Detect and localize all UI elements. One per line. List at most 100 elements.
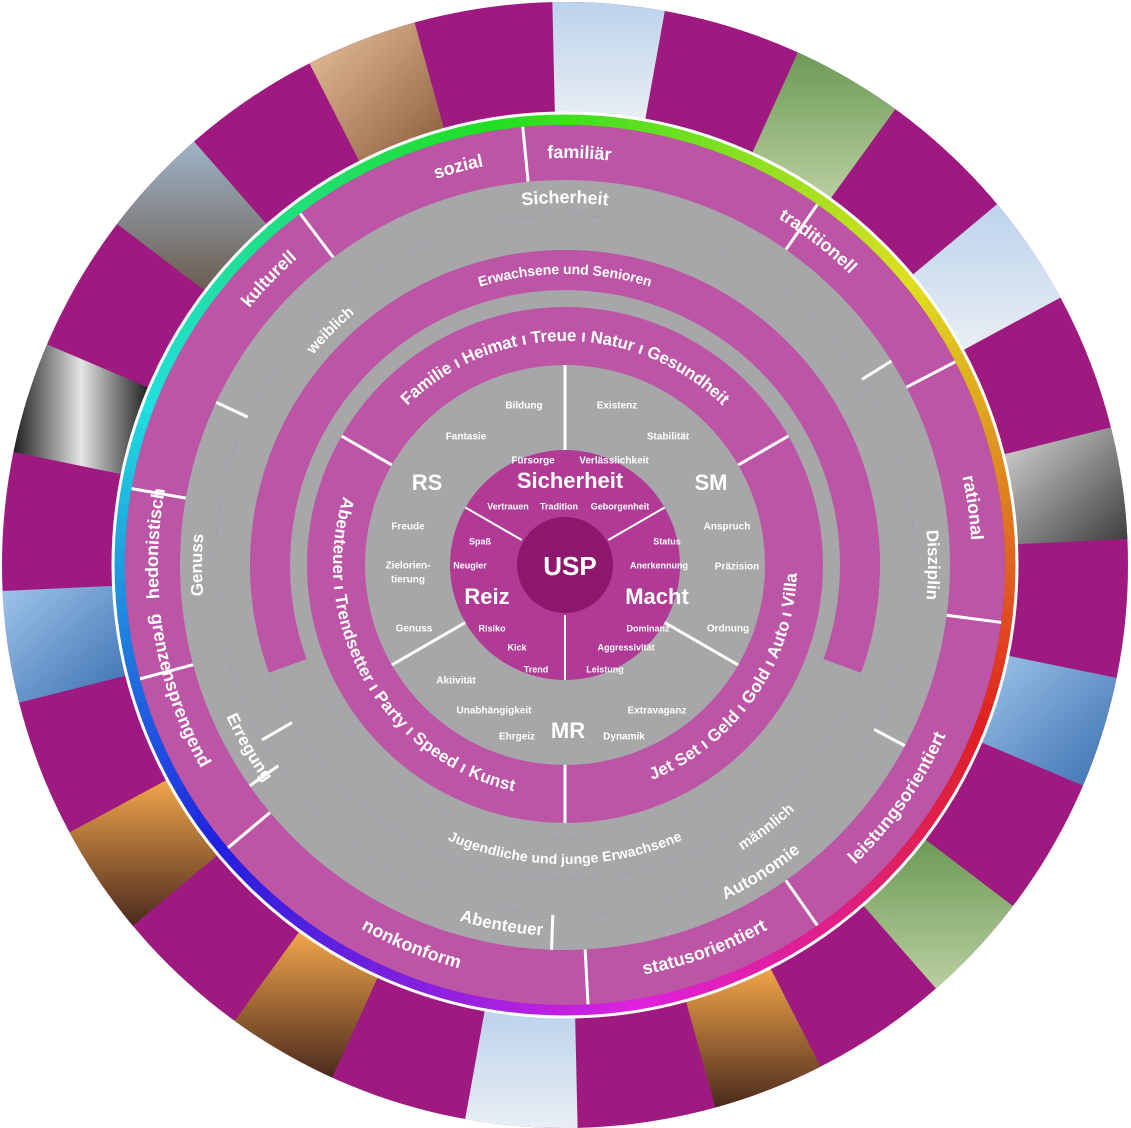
type-label-text: familiär (547, 142, 613, 165)
type-label: familiär (547, 142, 613, 165)
combo-word: Dynamik (603, 732, 645, 743)
spectrum-band-slice (544, 1004, 565, 1017)
spectrum-band-slice (549, 112, 570, 126)
ice-cubes-photo (13, 344, 150, 475)
core-sicherheit-title: Sicherheit (517, 468, 624, 493)
core-reiz-title: Reiz (464, 584, 509, 609)
lifestyle-ring-divider (340, 434, 393, 467)
core-word: Kick (507, 642, 527, 652)
value-label: Disziplin (922, 529, 943, 601)
combo-ring-divider (663, 621, 739, 667)
core-word: Risiko (478, 623, 506, 633)
types-ring-divider (946, 613, 1002, 624)
combo-word: Anspruch (704, 522, 751, 533)
spectrum-band-slice (113, 544, 126, 565)
audience-bottom-sector (268, 659, 862, 880)
core-word: Neugier (453, 560, 487, 570)
core-word: Geborgenheit (591, 501, 650, 511)
palm-tree-photo (465, 1009, 578, 1128)
types-ring-divider (139, 663, 194, 681)
golfer-photo (685, 967, 821, 1108)
elderly-man-photo (117, 141, 268, 292)
audience-top-sector (268, 250, 862, 471)
spectrum-outline (111, 111, 1019, 1019)
value-label: Genuss (187, 533, 207, 597)
spectrum-band-slice (1003, 533, 1017, 555)
value-label-text: Sicherheit (520, 187, 609, 210)
types-ring-divider (299, 212, 335, 259)
core-word: Tradition (540, 501, 578, 511)
pool-photo (234, 931, 379, 1078)
combo-word: Freude (391, 522, 425, 533)
combo-word: Stabilität (647, 432, 690, 443)
spectrum-band-slice (517, 113, 539, 128)
spectrum-band-slice (565, 113, 586, 126)
values-ring-divider (248, 764, 280, 788)
combo-word: Ordnung (707, 624, 749, 635)
family-photo (552, 1, 665, 121)
combo-ring-divider (391, 621, 467, 667)
types-ring-divider (583, 949, 590, 1005)
core-macht-title: Macht (625, 584, 689, 609)
combo-word: Aktivität (436, 676, 476, 687)
combo-word: Ehrgeiz (499, 732, 535, 743)
value-label-text: Disziplin (922, 529, 943, 601)
laptop-photo (1003, 427, 1128, 545)
spectrum-band-slice (591, 1002, 613, 1017)
combo-mr-title: MR (551, 718, 585, 743)
combo-word: Präzision (715, 562, 759, 573)
types-ring-divider (521, 126, 530, 182)
spectrum-band-slice (533, 113, 555, 127)
combo-word: Unabhängigkeit (456, 706, 532, 717)
core-word: Anerkennung (630, 560, 688, 570)
spectrum-band-slice (113, 591, 128, 613)
core-word: Leistung (586, 664, 624, 674)
combo-word: Fantasie (446, 432, 487, 443)
types-ring-divider (784, 203, 819, 251)
lifestyle-ring-divider (737, 434, 790, 467)
gender-ring-divider (261, 721, 293, 742)
combo-word: Zielorien- (385, 561, 430, 572)
value-label-text: Genuss (187, 533, 207, 597)
types-ring-divider (131, 487, 187, 500)
spectrum-band-slice (560, 1004, 581, 1018)
core-ring-divider (464, 506, 523, 541)
values-ring-divider (861, 359, 893, 381)
spectrum-band-slice (1004, 565, 1017, 586)
spectrum-band-slice (1004, 549, 1018, 570)
spectrum-band-slice (112, 560, 126, 581)
spectrum-band-slice (113, 575, 127, 597)
types-ring-divider (784, 879, 819, 927)
value-label: Sicherheit (520, 187, 609, 210)
couple-photo (309, 22, 445, 163)
types-ring-divider (905, 360, 956, 389)
combo-word: Existenz (597, 401, 638, 412)
values-ring-divider (550, 914, 555, 950)
cyclist-photo (2, 585, 127, 703)
jet-photo (862, 838, 1013, 989)
core-word: Verlässlichkeit (579, 456, 649, 467)
businessman-standing-photo (980, 655, 1117, 786)
usp-label: USP (543, 551, 596, 581)
crowd-photo (69, 779, 219, 926)
businessman-photo (911, 204, 1061, 351)
spectrum-band-slice (1002, 517, 1017, 539)
combo-word: Bildung (505, 401, 542, 412)
sport-photo (751, 52, 896, 199)
core-word: Vertrauen (487, 501, 529, 511)
values-ring-divider (215, 400, 249, 419)
spectrum-band-slice (575, 1003, 597, 1017)
values-ring-divider (873, 727, 906, 748)
core-word: Aggressivität (597, 642, 654, 652)
core-word: Spaß (469, 536, 492, 546)
combo-word: tierung (391, 575, 425, 586)
core-word: Trend (524, 664, 549, 674)
usp-center (517, 517, 613, 613)
core-ring-divider (607, 506, 666, 541)
combo-sm-title: SM (695, 470, 728, 495)
combo-rs-title: RS (412, 470, 443, 495)
core-word: Fürsorge (511, 456, 555, 467)
core-word: Status (653, 536, 681, 546)
